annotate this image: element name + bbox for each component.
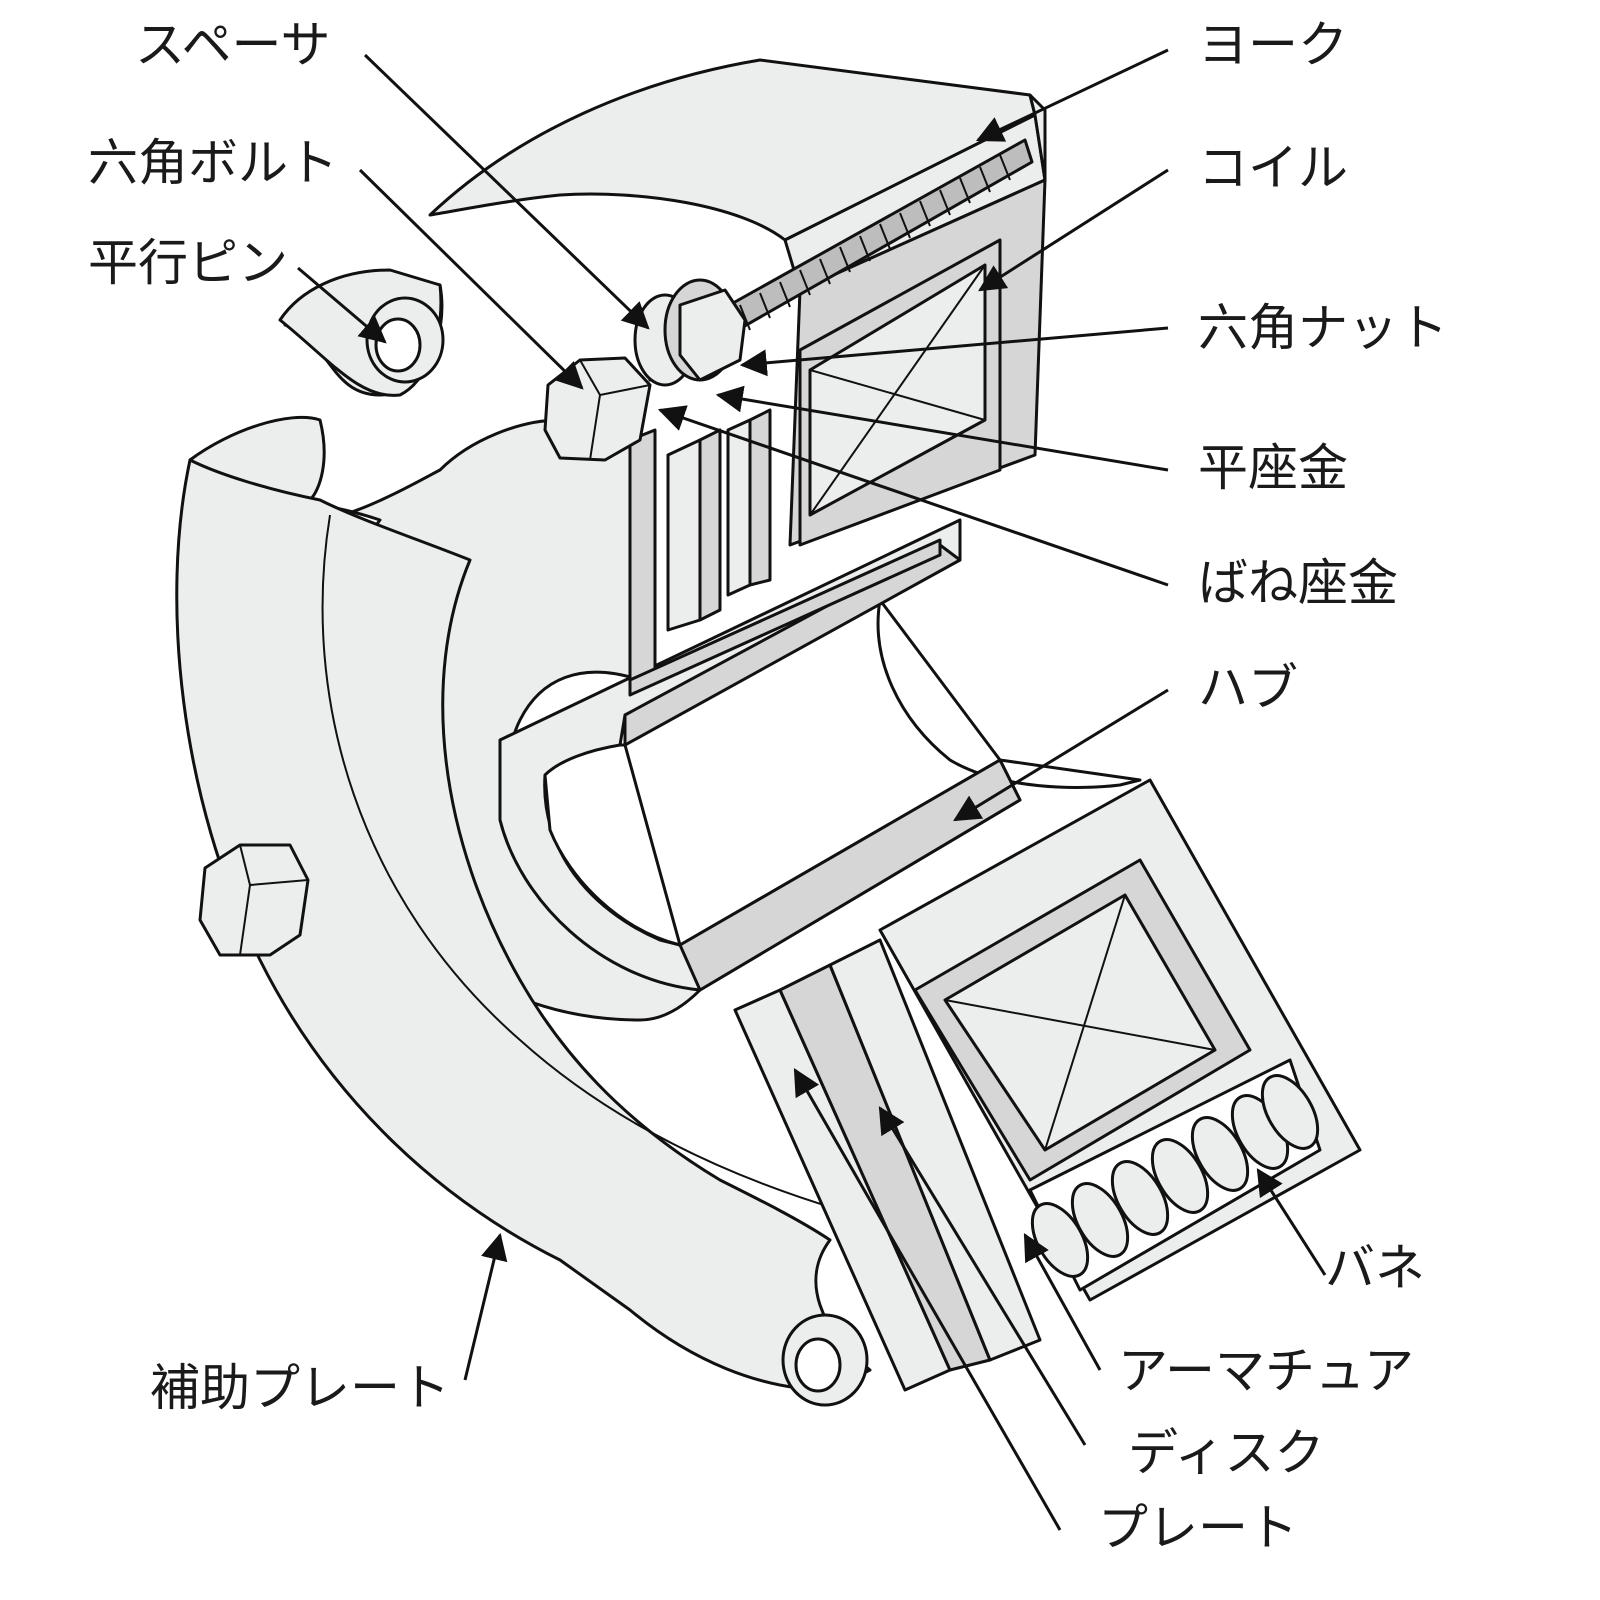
labels: スペーサ 六角ボルト 平行ピン ヨーク コイル 六角ナット 平座金 ばね座金 ハ…: [88, 16, 1448, 1557]
leader-flat-washer: [715, 385, 1169, 472]
leader-hub: [953, 688, 1169, 822]
label-parallel-pin: 平行ピン: [88, 234, 288, 292]
parallel-pin-top: [365, 296, 445, 384]
leader-spring: [1256, 1168, 1327, 1276]
leader-disc: [878, 1106, 1087, 1446]
leader-hex-bolt: [358, 168, 584, 390]
label-hex-bolt: 六角ボルト: [88, 134, 338, 192]
coil-upper: [798, 238, 1002, 547]
leader-parallel-pin: [297, 266, 387, 344]
label-flat-washer: 平座金: [1198, 439, 1348, 497]
leader-spring-washer: [657, 405, 1169, 587]
leader-coil: [978, 168, 1169, 292]
leader-yoke: [975, 48, 1169, 142]
label-auxiliary-plate: 補助プレート: [150, 1359, 450, 1417]
leader-lines: [297, 48, 1327, 1531]
label-spring: バネ: [1325, 1239, 1425, 1297]
upper-plates: [628, 408, 942, 697]
label-disc: ディスク: [1128, 1424, 1325, 1482]
label-spacer: スペーサ: [135, 16, 331, 74]
leader-armature: [1023, 1233, 1102, 1371]
leader-auxiliary-plate: [463, 1232, 508, 1381]
spring-coils: [1030, 1074, 1320, 1278]
leader-spacer: [363, 53, 650, 330]
leader-plate: [793, 1068, 1062, 1531]
parallel-pin-bottom: [781, 1313, 869, 1407]
label-plate: プレート: [1098, 1499, 1298, 1557]
label-yoke: ヨーク: [1198, 16, 1348, 74]
label-coil: コイル: [1198, 139, 1348, 197]
label-hub: ハブ: [1198, 659, 1298, 717]
label-spring-washer: ばね座金: [1198, 554, 1398, 612]
label-armature: アーマチュア: [1118, 1342, 1414, 1400]
label-hex-nut: 六角ナット: [1198, 299, 1448, 357]
leader-hex-nut: [739, 326, 1169, 377]
hub-body: [498, 518, 1142, 992]
hex-bolt-left: [198, 843, 310, 957]
fastener-stack-top: [543, 278, 747, 462]
